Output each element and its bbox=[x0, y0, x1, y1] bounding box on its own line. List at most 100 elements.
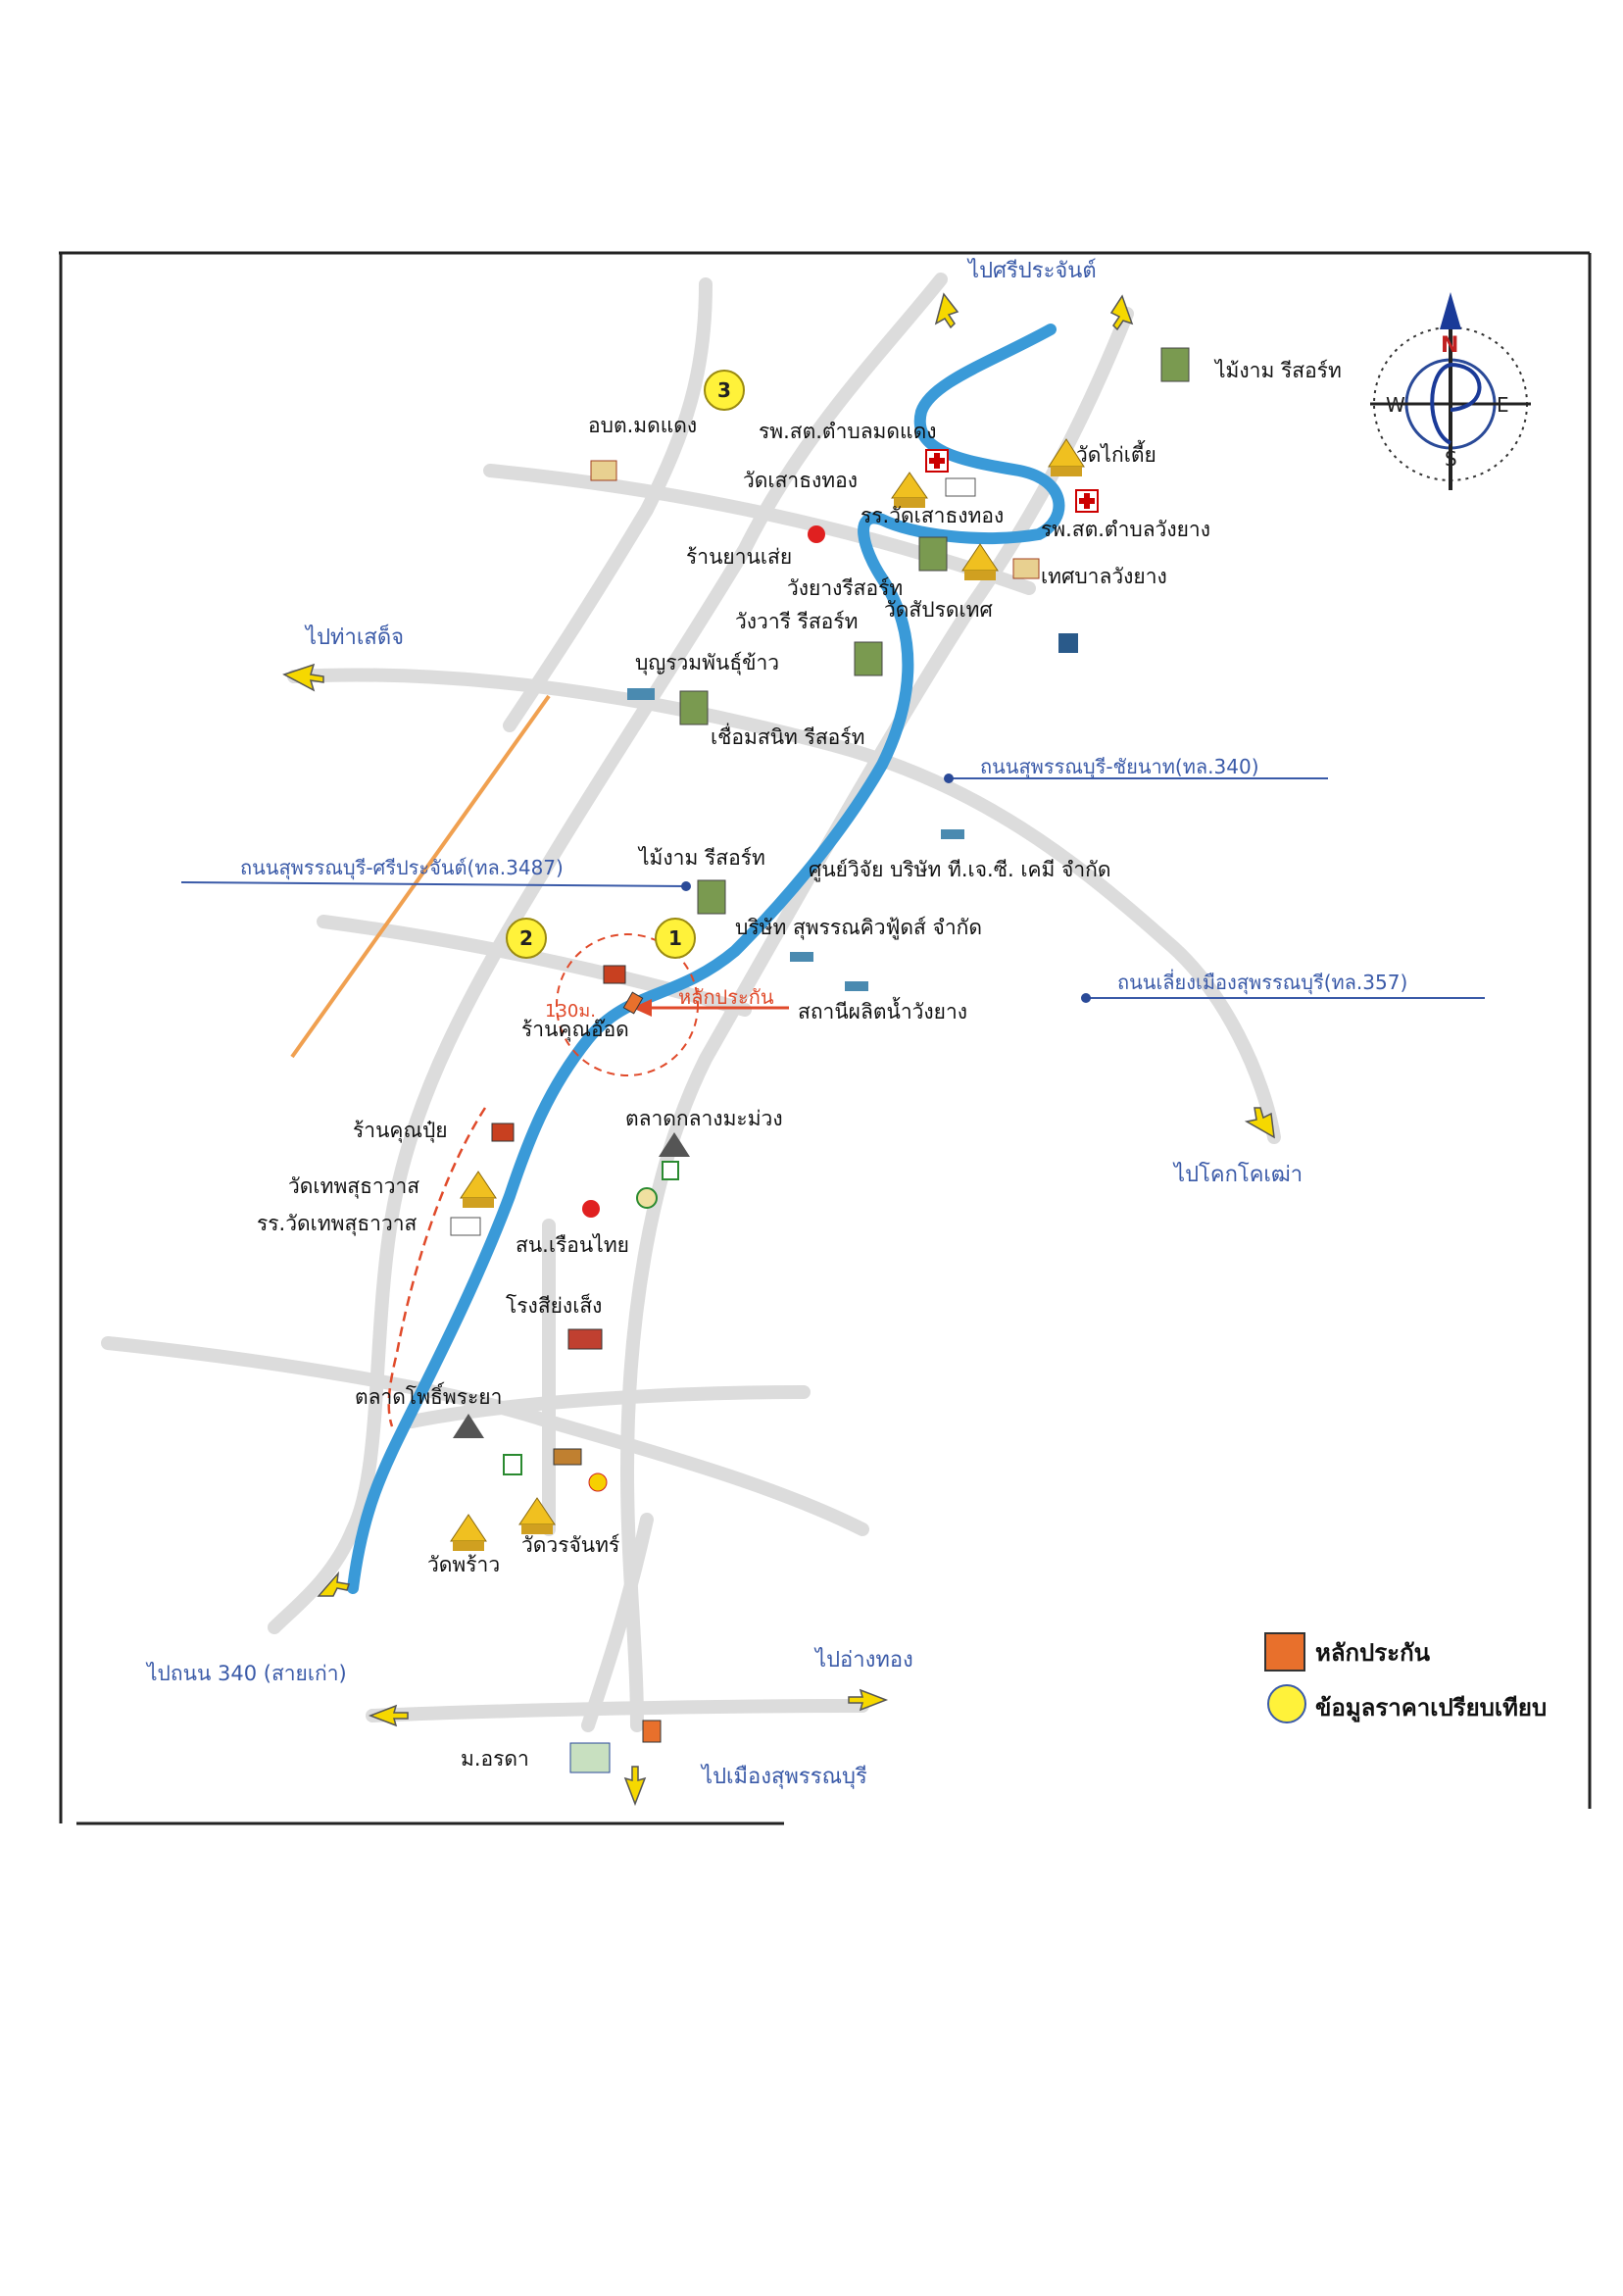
label-wat-thep: วัดเทพสุธาวาส bbox=[288, 1174, 420, 1198]
label-school-wat-sao-thong: รร.วัดเสาธงทอง bbox=[861, 504, 1005, 527]
label-maingam: ไม้งาม รีสอร์ท bbox=[639, 846, 765, 870]
label-rong-siang: โรงสีย่งเส็ง bbox=[506, 1294, 603, 1318]
collateral-label: หลักประกัน bbox=[678, 985, 774, 1009]
legend-collateral-swatch bbox=[1264, 1632, 1305, 1672]
radius-circle bbox=[556, 933, 699, 1076]
label-wat-phrao: วัดพร้าว bbox=[427, 1553, 501, 1576]
house-icon-thesaban bbox=[1012, 558, 1040, 579]
temple-icon-phrao bbox=[450, 1514, 487, 1551]
compass-s: S bbox=[1445, 447, 1457, 471]
label-ran-khun-od: ร้านคุณอ๊อด bbox=[521, 1018, 629, 1041]
building-icon-wang-wari bbox=[854, 641, 883, 676]
compass-rose bbox=[1370, 292, 1531, 490]
legend-comparable-swatch bbox=[1267, 1684, 1306, 1723]
label-rps-wang-yang: รพ.สต.ตำบลวังยาง bbox=[1041, 518, 1210, 541]
comparable-marker-2: 2 bbox=[506, 918, 547, 959]
compass-n: N bbox=[1441, 333, 1459, 358]
building-icon-maingam-ne bbox=[1160, 347, 1190, 382]
label-wang-yang-resort: วังยางรีสอร์ท bbox=[787, 576, 904, 600]
temple-icon-thep bbox=[460, 1171, 497, 1208]
collateral-marker bbox=[622, 991, 644, 1015]
collateral-arrow bbox=[632, 999, 789, 1017]
arrow-tha-sadet bbox=[282, 663, 324, 692]
road-3487-label: ถนนสุพรรณบุรี-ศรีประจันต์(ทล.3487) bbox=[240, 856, 564, 879]
road-label-lines bbox=[180, 777, 1485, 999]
building-icon-chueam-sanit bbox=[679, 690, 709, 725]
dir-khok-khok-khao: ไปโคกโคเฒ่า bbox=[1174, 1163, 1303, 1187]
building-icon-maingam bbox=[697, 879, 726, 915]
river bbox=[347, 324, 1065, 1594]
temple-icon-woranchan bbox=[518, 1497, 556, 1534]
label-thesaban-wang-yang: เทศบาลวังยาง bbox=[1041, 565, 1167, 588]
comparable-marker-1: 1 bbox=[655, 918, 696, 959]
store-icon-711 bbox=[662, 1161, 679, 1180]
label-talat-klang: ตลาดกลางมะม่วง bbox=[625, 1107, 783, 1130]
arrow-khok-khok-khao bbox=[1244, 1107, 1275, 1139]
label-chueam-sanit: เชื่อมสนิท รีสอร์ท bbox=[711, 725, 865, 749]
label-quick-foods: บริษัท สุพรรณคิวฟู้ดส์ จำกัด bbox=[735, 916, 982, 939]
hospital-icon bbox=[925, 449, 949, 473]
store-icon-711-south bbox=[503, 1454, 522, 1475]
road-3487-marker bbox=[681, 881, 691, 891]
dir-ang-thong: ไปอ่างทอง bbox=[815, 1648, 913, 1672]
arrow-ang-thong bbox=[848, 1688, 889, 1712]
factory-icon-quick-foods bbox=[790, 952, 813, 962]
legend-collateral-label: หลักประกัน bbox=[1315, 1639, 1431, 1667]
label-mor-ordada: ม.อรดา bbox=[461, 1747, 529, 1771]
truck-icon bbox=[553, 1448, 582, 1466]
dir-tha-sadet: ไปท่าเสด็จ bbox=[306, 625, 405, 650]
school-icon-thep bbox=[450, 1217, 481, 1236]
temple-icon-kai-tia bbox=[1048, 438, 1085, 476]
orange-road bbox=[290, 694, 551, 1059]
legend-comparable-label: ข้อมูลราคาเปรียบเทียบ bbox=[1315, 1694, 1548, 1722]
label-gas-ruean-thai: สน.เรือนไทย bbox=[516, 1233, 629, 1257]
factory-icon-tjc bbox=[941, 829, 964, 839]
label-wat-sao-thong: วัดเสาธงทอง bbox=[743, 469, 858, 492]
market-icon-talat-klang bbox=[659, 1132, 690, 1157]
label-maingam-ne: ไม้งาม รีสอร์ท bbox=[1215, 359, 1342, 382]
label-obt-mot-daeng: อบต.มดแดง bbox=[588, 414, 698, 437]
mill-icon bbox=[567, 1328, 603, 1350]
map-frame bbox=[59, 251, 1592, 1825]
temple-icon-sap-pradet bbox=[961, 543, 999, 580]
shop-icon-ordada-road bbox=[642, 1720, 662, 1743]
house-icon-obt bbox=[590, 460, 617, 481]
school-icon bbox=[945, 477, 976, 497]
arrow-mueang-suphan bbox=[623, 1766, 647, 1807]
label-bun-ruam: บุญรวมพันธุ์ข้าว bbox=[635, 651, 780, 674]
dir-mueang-suphan: ไปเมืองสุพรรณบุรี bbox=[702, 1765, 867, 1789]
village-icon-ordada bbox=[569, 1742, 611, 1773]
compass-w: W bbox=[1386, 393, 1405, 417]
label-wat-woranchan: วัดวรจันทร์ bbox=[521, 1533, 620, 1557]
factory-icon-bun-ruam bbox=[627, 688, 655, 700]
arrow-river-south bbox=[317, 1571, 350, 1597]
gas-icon-yan-sei bbox=[808, 525, 825, 543]
road-340-marker bbox=[944, 774, 954, 783]
label-water-plant: สถานีผลิตน้ำวังยาง bbox=[798, 1000, 968, 1023]
label-research-center: ศูนย์วิจัย บริษัท ที.เจ.ซี. เคมี จำกัด bbox=[809, 858, 1111, 881]
label-ran-khun-pui: ร้านคุณปุ๋ย bbox=[353, 1119, 448, 1142]
gas-icon-ruean-thai bbox=[582, 1200, 600, 1218]
distance-label: 130ม. bbox=[545, 1001, 596, 1022]
market-icon-talat-pho bbox=[453, 1414, 484, 1438]
label-rps-mot-daeng: รพ.สต.ตำบลมดแดง bbox=[759, 420, 937, 443]
label-wat-sap-pradet: วัดสัปรดเทศ bbox=[884, 598, 993, 622]
label-talat-pho: ตลาดโพธิ์พระยา bbox=[355, 1385, 503, 1409]
factory-icon-water bbox=[845, 981, 868, 991]
comparable-marker-3: 3 bbox=[704, 370, 745, 411]
label-wat-kai-tia: วัดไก่เตี้ย bbox=[1076, 443, 1156, 467]
label-wang-wari: วังวารี รีสอร์ท bbox=[735, 610, 859, 633]
temple-icon-sao-thong bbox=[891, 472, 928, 508]
direction-arrows bbox=[282, 292, 1275, 1807]
compass-e: E bbox=[1497, 393, 1509, 417]
arrow-si-prachan-left bbox=[934, 292, 959, 329]
shop-icon-khun-od bbox=[603, 965, 626, 984]
label-ran-yan-sei: ร้านยานเส่ย bbox=[686, 545, 793, 569]
road-340-label: ถนนสุพรรณบุรี-ชัยนาท(ทล.340) bbox=[980, 755, 1259, 778]
road-357-marker bbox=[1081, 993, 1091, 1003]
label-school-wat-thep: รร.วัดเทพสุธาวาส bbox=[257, 1212, 418, 1235]
hospital-icon-wang-yang bbox=[1075, 489, 1099, 513]
building-icon-wang-yang bbox=[918, 536, 948, 572]
shell-icon bbox=[588, 1472, 608, 1492]
